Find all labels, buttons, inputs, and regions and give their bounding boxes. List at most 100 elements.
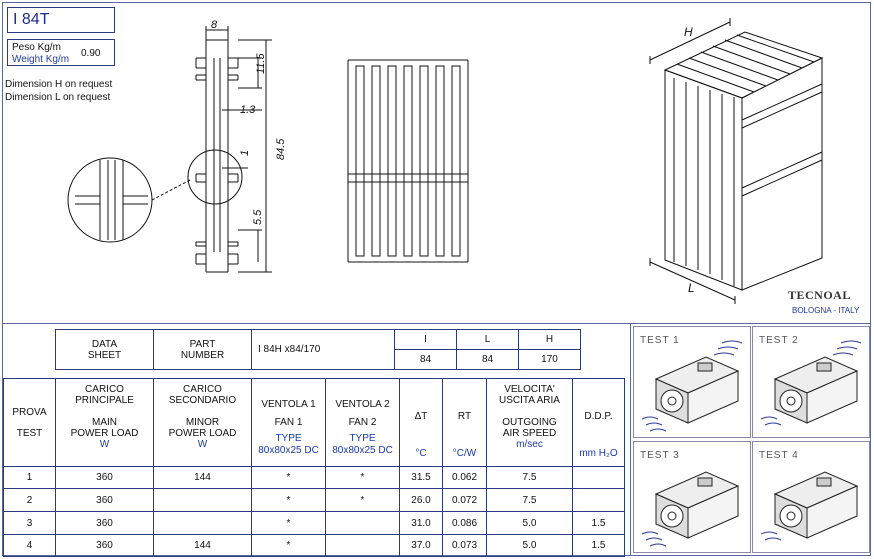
cell-fan2: * bbox=[325, 466, 400, 489]
col-main-l2: PRINCIPALE bbox=[75, 395, 134, 406]
test-3-illustration bbox=[641, 471, 740, 547]
cell-main: 360 bbox=[55, 534, 154, 557]
col-dt-label: ΔT bbox=[414, 411, 428, 422]
weight-label-en: Weight Kg/m bbox=[12, 54, 70, 65]
col-rt: RT°C/W bbox=[442, 378, 487, 467]
cell-dt: 31.5 bbox=[399, 466, 443, 489]
col-dt-unit: °C bbox=[415, 448, 427, 459]
dim-l-label: L bbox=[688, 281, 695, 295]
dim-small-label: 1 bbox=[239, 150, 251, 156]
col-minor-l1: CARICO bbox=[183, 384, 222, 395]
test-4-illustration bbox=[760, 471, 859, 541]
col-main-l1: CARICO bbox=[85, 384, 124, 395]
col-speed-l4: AIR SPEED bbox=[502, 428, 557, 439]
col-prova: PROVA TEST bbox=[3, 378, 56, 467]
cell-rt: 0.062 bbox=[442, 466, 487, 489]
cell-test: 3 bbox=[3, 511, 56, 535]
cell-fan1: * bbox=[251, 511, 326, 535]
col-minor-l2: SECONDARIO bbox=[168, 395, 237, 406]
test-panel-1: TEST 1 bbox=[633, 326, 751, 438]
side-profile: 8 11.5 1.3 84.5 1 5.5 bbox=[67, 19, 287, 273]
test-1-illustration bbox=[641, 340, 743, 432]
col-prova-en: TEST bbox=[16, 427, 43, 439]
part-number-label-line2: NUMBER bbox=[180, 349, 225, 361]
col-fan2-l1: VENTOLA 2 bbox=[335, 399, 390, 410]
dim-total-label: 84.5 bbox=[275, 138, 287, 160]
cell-rt: 0.073 bbox=[442, 534, 487, 557]
col-fan1-l2: FAN 1 bbox=[274, 417, 303, 428]
cell-fan2 bbox=[325, 511, 400, 535]
col-minor-unit: W bbox=[197, 439, 208, 450]
col-main-load: CARICO PRINCIPALE MAIN POWER LOAD W bbox=[55, 378, 154, 467]
note-dimension-l: Dimension L on request bbox=[5, 92, 111, 103]
col-ddp-label: D.D.P. bbox=[584, 411, 613, 422]
cell-fan1: * bbox=[251, 466, 326, 489]
table-row: 1 360 144 * * 31.5 0.062 7.5 bbox=[3, 466, 625, 489]
part-number-label-line1: PART bbox=[189, 338, 216, 350]
cell-speed: 7.5 bbox=[486, 488, 573, 512]
cell-minor: 144 bbox=[153, 534, 252, 557]
dim-fin-top-label: 11.5 bbox=[255, 53, 267, 74]
test-panel-3: TEST 3 bbox=[633, 441, 751, 553]
col-speed-l3: OUTGOING bbox=[502, 417, 557, 428]
col-fan1-l3: TYPE bbox=[275, 433, 302, 444]
part-number-value: I 84H x84/170 bbox=[251, 329, 395, 370]
weight-label-it: Peso Kg/m bbox=[12, 42, 61, 53]
test-label-4: TEST 4 bbox=[759, 450, 799, 461]
weight-value: 0.90 bbox=[81, 48, 101, 59]
cell-fan2 bbox=[325, 534, 400, 557]
section-divider bbox=[2, 323, 871, 324]
cell-ddp bbox=[572, 488, 625, 512]
cell-speed: 7.5 bbox=[486, 466, 573, 489]
data-sheet-line1: DATA bbox=[91, 338, 118, 350]
front-profile bbox=[347, 59, 469, 263]
header-i: I bbox=[394, 329, 457, 350]
col-fan1: VENTOLA 1 FAN 1 TYPE 80x80x25 DC bbox=[251, 378, 326, 467]
col-fan2-l4: 80x80x25 DC bbox=[332, 445, 393, 456]
dim-top-label: 8 bbox=[211, 19, 218, 31]
cell-rt: 0.072 bbox=[442, 488, 487, 512]
col-main-l4: POWER LOAD bbox=[70, 428, 139, 439]
cell-speed: 5.0 bbox=[486, 534, 573, 557]
col-fan2-l2: FAN 2 bbox=[348, 417, 377, 428]
cell-main: 360 bbox=[55, 488, 154, 512]
test-panel-2: TEST 2 bbox=[752, 326, 870, 438]
col-minor-load: CARICO SECONDARIO MINOR POWER LOAD W bbox=[153, 378, 252, 467]
cell-dt: 37.0 bbox=[399, 534, 443, 557]
table-row: 4 360 144 * 37.0 0.073 5.0 1.5 bbox=[3, 534, 625, 557]
note-dimension-h: Dimension H on request bbox=[5, 79, 113, 90]
col-rt-unit: °C/W bbox=[452, 448, 477, 459]
table-row: 3 360 * 31.0 0.086 5.0 1.5 bbox=[3, 511, 625, 535]
dim-bottom-label: 5.5 bbox=[252, 209, 264, 225]
col-fan2-l3: TYPE bbox=[349, 433, 376, 444]
cell-dt: 26.0 bbox=[399, 488, 443, 512]
col-speed-l1: VELOCITA' bbox=[504, 384, 555, 395]
test-panel-4: TEST 4 bbox=[752, 441, 870, 553]
col-prova-it: PROVA bbox=[12, 406, 47, 418]
brand-logo: TECNOAL bbox=[788, 288, 851, 303]
col-speed-l2: USCITA ARIA bbox=[499, 395, 560, 406]
cell-ddp: 1.5 bbox=[572, 534, 625, 557]
col-air-speed: VELOCITA' USCITA ARIA OUTGOING AIR SPEED… bbox=[486, 378, 573, 467]
brand-city: BOLOGNA - ITALY bbox=[792, 306, 860, 315]
cell-main: 360 bbox=[55, 466, 154, 489]
cell-ddp: 1.5 bbox=[572, 511, 625, 535]
cell-dt: 31.0 bbox=[399, 511, 443, 535]
tests-divider bbox=[630, 323, 631, 556]
col-fan1-l4: 80x80x25 DC bbox=[258, 445, 319, 456]
value-l: 84 bbox=[456, 349, 519, 370]
cell-speed: 5.0 bbox=[486, 511, 573, 535]
cell-fan1: * bbox=[251, 488, 326, 512]
header-l: L bbox=[456, 329, 519, 350]
cell-main: 360 bbox=[55, 511, 154, 535]
cell-minor: 144 bbox=[153, 466, 252, 489]
cell-rt: 0.086 bbox=[442, 511, 487, 535]
table-row: 2 360 * * 26.0 0.072 7.5 bbox=[3, 488, 625, 512]
cell-fan1: * bbox=[251, 534, 326, 557]
col-fan1-l1: VENTOLA 1 bbox=[261, 399, 316, 410]
col-ddp-unit: mm H₂O bbox=[579, 448, 618, 459]
part-code: I 84T bbox=[7, 7, 115, 33]
test-label-1: TEST 1 bbox=[640, 335, 680, 346]
cell-ddp bbox=[572, 466, 625, 489]
